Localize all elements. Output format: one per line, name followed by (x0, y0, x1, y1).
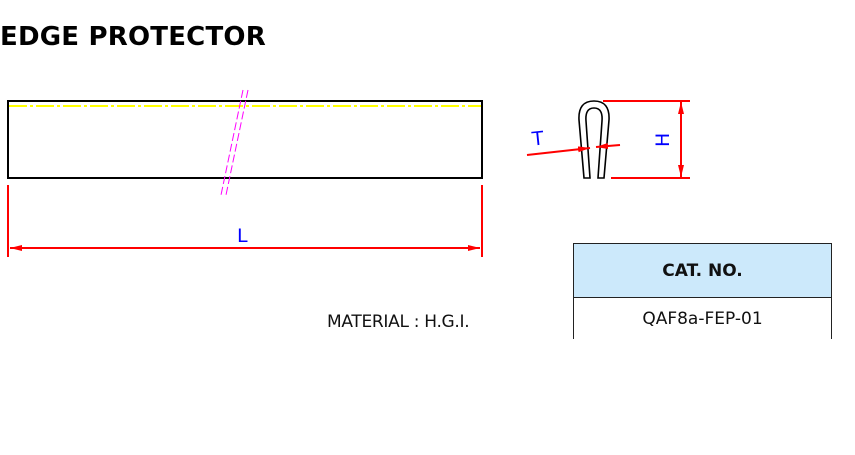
catalog-number: QAF8a-FEP-01 (574, 298, 831, 339)
bar-outline (7, 100, 483, 179)
height-label: H (652, 133, 674, 147)
dimension-line (526, 146, 591, 156)
thickness-dimension: T (526, 127, 621, 156)
break-line (225, 89, 249, 196)
height-dimension: H (603, 100, 690, 179)
profile-view (578, 100, 610, 179)
catalog-table: CAT. NO. QAF8a-FEP-01 (573, 243, 832, 339)
catalog-header: CAT. NO. (574, 244, 831, 298)
length-dimension: L (7, 185, 483, 257)
side-view (7, 89, 483, 196)
dimension-line (595, 143, 621, 149)
profile-outer (578, 100, 610, 179)
page-title: EDGE PROTECTOR (0, 22, 266, 52)
length-label: L (237, 225, 248, 247)
break-line (220, 89, 244, 196)
thickness-label: T (530, 127, 545, 150)
material-note: MATERIAL : H.G.I. (327, 312, 470, 332)
